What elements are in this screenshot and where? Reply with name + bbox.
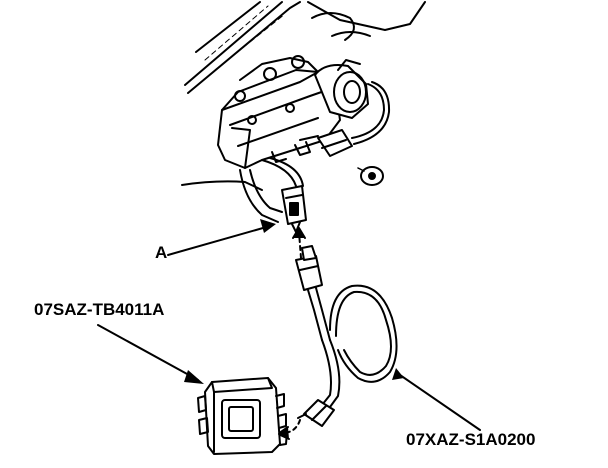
mounting-hole <box>357 166 384 186</box>
leader-lines <box>97 219 481 431</box>
switch-harness <box>239 157 304 223</box>
mating-arrow-a <box>292 227 306 259</box>
callout-test-harness: 07XAZ-S1A0200 <box>406 430 536 449</box>
steering-column-background <box>181 1 426 191</box>
ignition-switch-assembly <box>217 55 391 169</box>
test-harness <box>295 245 398 427</box>
test-tool-box <box>197 377 288 455</box>
callout-connector-a: A <box>155 243 168 262</box>
callout-test-tool: 07SAZ-TB4011A <box>34 300 165 319</box>
mating-arrow-tool <box>277 419 301 440</box>
connector-a <box>281 185 307 233</box>
